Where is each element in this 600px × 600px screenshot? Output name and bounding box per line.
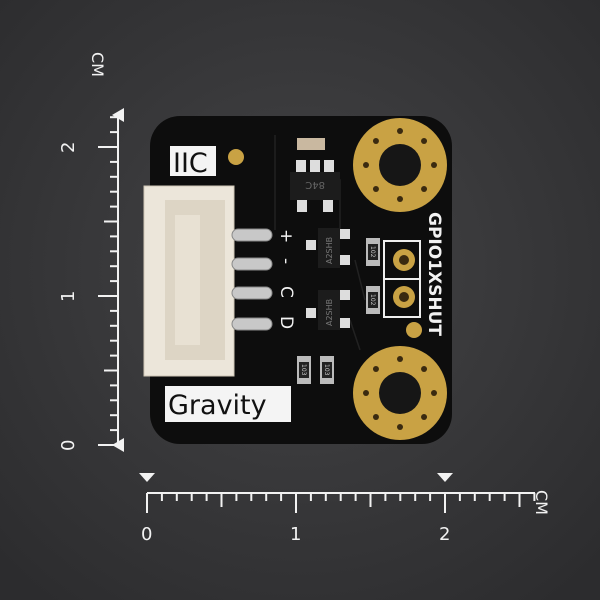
transistor-marking-1: A2SHB <box>325 237 334 264</box>
via-hole <box>363 162 369 168</box>
horizontal-ruler <box>146 492 536 513</box>
triangle-marker-icon <box>139 473 155 482</box>
via-hole <box>363 390 369 396</box>
triangle-marker-icon <box>112 108 124 122</box>
resistor-marking-1: 102 <box>369 246 376 258</box>
horizontal-ruler-label-0: 0 <box>141 524 152 545</box>
gravity-connector <box>143 185 273 377</box>
via-hole <box>372 186 379 193</box>
vertical-ruler-label-1: 1 <box>58 291 79 302</box>
horizontal-ruler-label-2: 2 <box>439 524 450 545</box>
via-hole <box>421 365 428 372</box>
via-hole <box>397 424 403 430</box>
triangle-marker-icon <box>437 473 453 482</box>
vertical-ruler <box>98 115 119 446</box>
resistor-marking-2: 102 <box>369 294 376 306</box>
via-hole <box>397 196 403 202</box>
via-hole <box>372 137 379 144</box>
pin-label-minus: - <box>276 258 296 264</box>
resistors <box>297 238 380 384</box>
interface-label: IIC <box>173 148 208 179</box>
gpio-label: GPIO1XSHUT <box>424 212 444 336</box>
via-hole <box>421 414 428 421</box>
horizontal-ruler-label-1: 1 <box>290 524 301 545</box>
vertical-ruler-unit: CM <box>88 52 107 77</box>
via-hole <box>397 356 403 362</box>
horizontal-ruler-unit: CM <box>532 490 551 515</box>
via-hole <box>372 365 379 372</box>
resistor-marking-3: 103 <box>300 364 307 376</box>
resistor-marking-4: 103 <box>323 364 330 376</box>
pin-label-c: C <box>276 286 296 298</box>
via-hole <box>397 128 403 134</box>
brand-label: Gravity <box>168 390 267 421</box>
transistor-marking-2: A2SHB <box>325 299 334 326</box>
vertical-ruler-label-0: 0 <box>58 440 79 451</box>
pin-label-plus: + <box>276 229 296 243</box>
via-hole <box>372 414 379 421</box>
via-hole <box>431 390 437 396</box>
via-hole <box>421 186 428 193</box>
triangle-marker-icon <box>112 438 124 452</box>
sensor-board: IIC + - C D Gravity 84C <box>143 116 452 444</box>
vertical-ruler-label-2: 2 <box>58 142 79 153</box>
chip-marking: 84C <box>305 179 325 190</box>
via-hole <box>431 162 437 168</box>
pin-label-d: D <box>276 316 296 329</box>
via-hole <box>421 137 428 144</box>
